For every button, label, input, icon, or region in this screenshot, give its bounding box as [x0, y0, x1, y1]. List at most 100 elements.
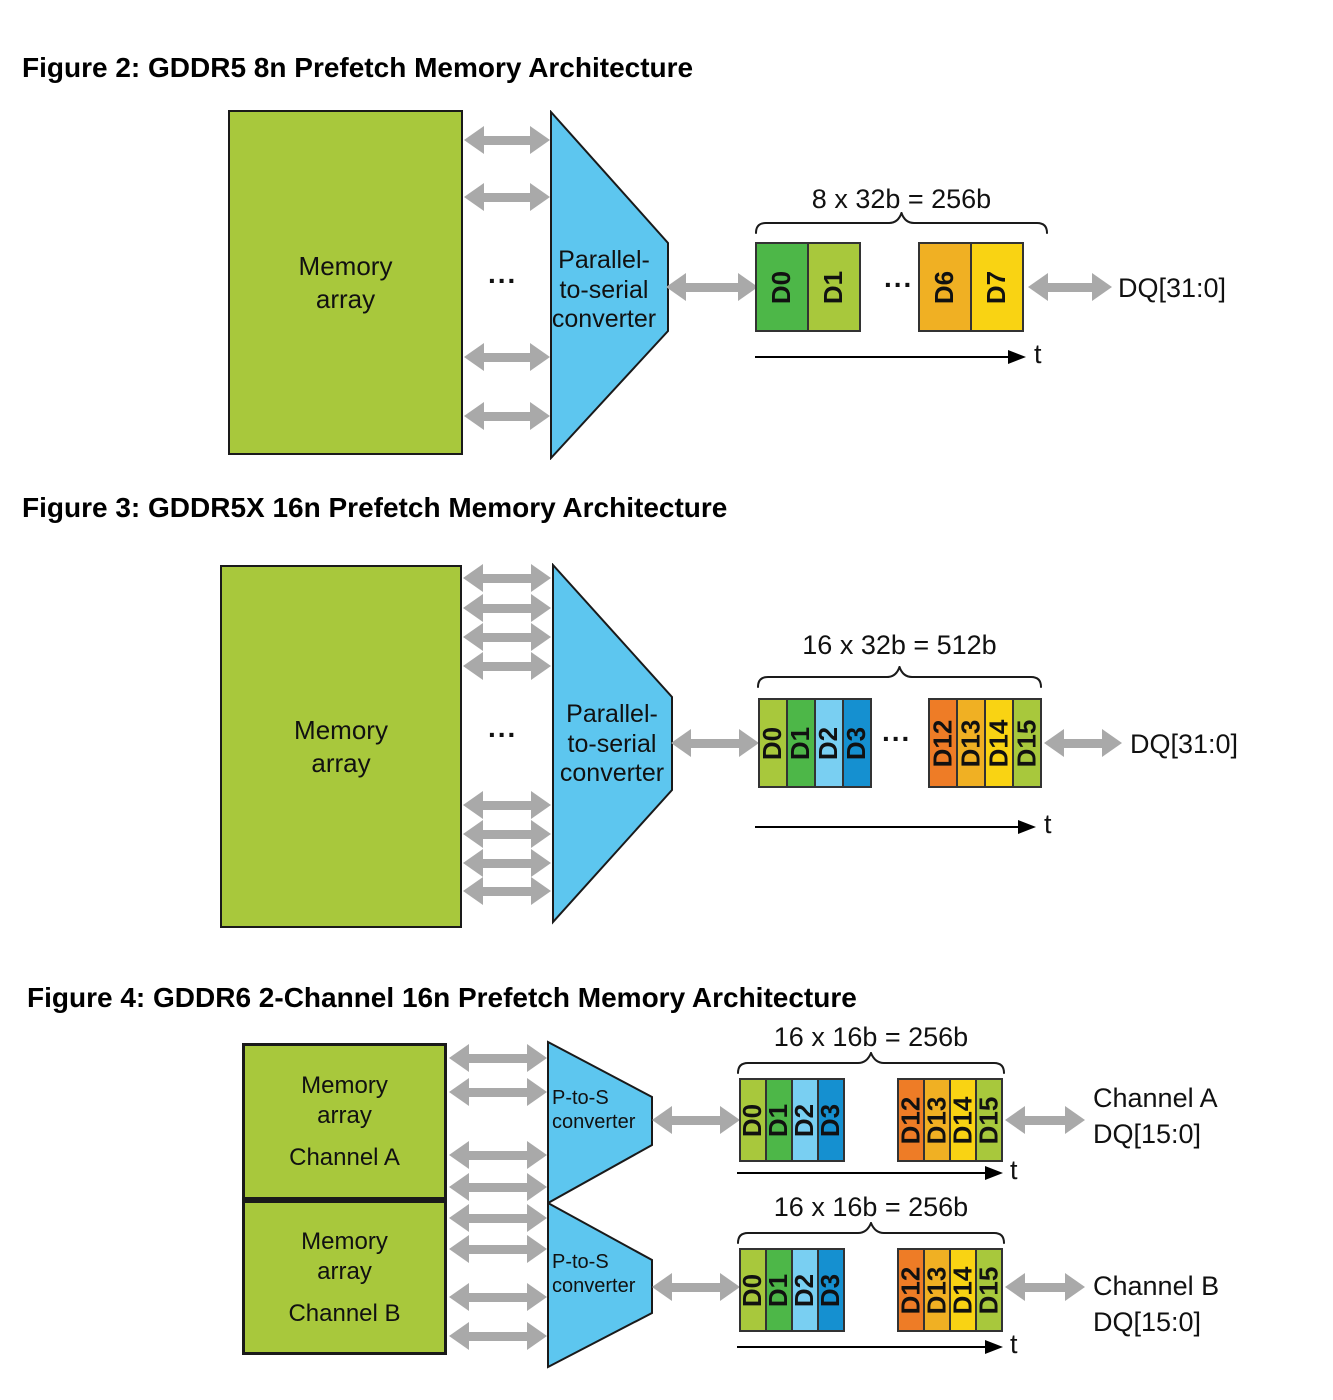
time-axis-label: t: [1044, 809, 1052, 839]
data-block: D15: [974, 1078, 1004, 1162]
data-block: D0: [755, 242, 809, 332]
data-block-label: D15: [973, 1266, 1004, 1314]
bus-arrow: [449, 1044, 547, 1072]
converter-label: P-to-S converter: [552, 1087, 636, 1133]
data-block: D15: [1012, 698, 1042, 788]
data-block-label: D3: [815, 1103, 846, 1137]
data-block: D14: [948, 1078, 978, 1162]
serial-bus-arrow: [652, 1106, 740, 1134]
bus-arrow: [464, 183, 550, 211]
bus-arrow: [449, 1141, 547, 1169]
channel-output-line1: Channel B: [1093, 1271, 1220, 1301]
time-axis-label: t: [1010, 1155, 1018, 1185]
burst-brace: [737, 1052, 1005, 1074]
burst-size-label: 8 x 32b = 256b: [811, 184, 992, 214]
parallel-to-serial-converter-shape: [550, 110, 669, 460]
serial-bus-arrow: [671, 729, 759, 757]
data-block-group: D0 D1: [755, 242, 861, 332]
time-axis: [737, 1340, 1003, 1354]
data-block: D0: [758, 698, 788, 788]
output-bus-arrow: [1005, 1273, 1085, 1301]
time-axis-label: t: [1034, 339, 1042, 369]
bus-arrow: [463, 820, 551, 848]
data-block: D1: [807, 242, 861, 332]
data-block: D0: [738, 1248, 768, 1332]
data-block: D6: [918, 242, 972, 332]
dq-output-label: DQ[31:0]: [1130, 729, 1239, 759]
data-block-group: D6 D7: [918, 242, 1024, 332]
converter-label: Parallel- to-serial converter: [551, 246, 657, 333]
data-block-label: D6: [929, 270, 960, 304]
data-block: D12: [896, 1248, 926, 1332]
data-block: D14: [948, 1248, 978, 1332]
data-block: D13: [922, 1248, 952, 1332]
data-block-label: D0: [766, 270, 797, 304]
serial-bus-arrow: [666, 273, 758, 301]
bus-arrow: [449, 1204, 547, 1232]
bus-arrow: [463, 849, 551, 877]
burst-brace: [755, 212, 1048, 234]
data-block: D13: [922, 1078, 952, 1162]
data-block-label: D7: [981, 270, 1012, 304]
data-block: D2: [814, 698, 844, 788]
data-block: D13: [956, 698, 986, 788]
memory-array-label: Memory array: [301, 1227, 388, 1285]
bus-arrow: [449, 1078, 547, 1106]
output-bus-arrow: [1005, 1106, 1085, 1134]
burst-brace: [757, 666, 1042, 688]
dq-output-label: DQ[31:0]: [1118, 273, 1227, 303]
data-block: D12: [928, 698, 958, 788]
data-block: D15: [973, 1248, 1004, 1332]
data-block-label: D1: [818, 270, 849, 304]
memory-array-label: Memory array: [298, 251, 393, 314]
converter-label: P-to-S converter: [552, 1251, 636, 1297]
bus-arrow: [464, 343, 550, 371]
burst-size-label: 16 x 16b = 256b: [773, 1192, 969, 1222]
figure4-title: Figure 4: GDDR6 2-Channel 16n Prefetch M…: [27, 982, 857, 1013]
parallel-to-serial-converter-shape: [552, 563, 673, 925]
bus-arrow: [449, 1322, 547, 1350]
time-axis-label: t: [1010, 1329, 1018, 1359]
burst-size-label: 16 x 16b = 256b: [773, 1022, 969, 1052]
data-block-label: D0: [757, 726, 788, 760]
data-block-label: D12: [927, 719, 958, 767]
channel-output-line1: Channel A: [1093, 1083, 1218, 1113]
figure2-title: Figure 2: GDDR5 8n Prefetch Memory Archi…: [22, 52, 694, 83]
converter-label: Parallel- to-serial converter: [559, 700, 665, 787]
serial-bus-arrow: [652, 1273, 740, 1301]
time-axis: [755, 820, 1036, 834]
burst-size-label: 16 x 32b = 512b: [802, 630, 997, 660]
memory-array-label: Memory array: [294, 715, 388, 778]
channel-label: Channel B: [288, 1299, 401, 1327]
bus-ellipsis: ...: [488, 712, 518, 743]
data-block: D2: [790, 1078, 820, 1162]
p-to-s-converter-shape: [547, 1040, 653, 1205]
bus-arrow: [449, 1173, 547, 1201]
bus-arrow: [449, 1235, 547, 1263]
burst-brace: [737, 1222, 1005, 1244]
data-block: D7: [970, 242, 1024, 332]
data-block: D3: [816, 1248, 846, 1332]
data-block-label: D15: [1011, 719, 1042, 767]
bus-arrow: [449, 1283, 547, 1311]
data-block-label: D13: [955, 719, 986, 767]
figure2-memory-array-box: Memory array: [228, 110, 463, 455]
bus-arrow: [463, 791, 551, 819]
blocks-ellipsis: ...: [884, 262, 914, 293]
bus-arrow: [463, 623, 551, 651]
channel-b-memory-array-box: Memory array Channel B: [242, 1200, 447, 1355]
data-block: D14: [984, 698, 1014, 788]
figure3-title: Figure 3: GDDR5X 16n Prefetch Memory Arc…: [22, 492, 728, 523]
bus-arrow: [463, 877, 551, 905]
data-block: D3: [842, 698, 872, 788]
data-block-label: D14: [983, 719, 1014, 767]
memory-array-label: Memory array: [301, 1071, 388, 1129]
data-block-label: D2: [813, 726, 844, 760]
output-bus-arrow: [1028, 273, 1112, 301]
